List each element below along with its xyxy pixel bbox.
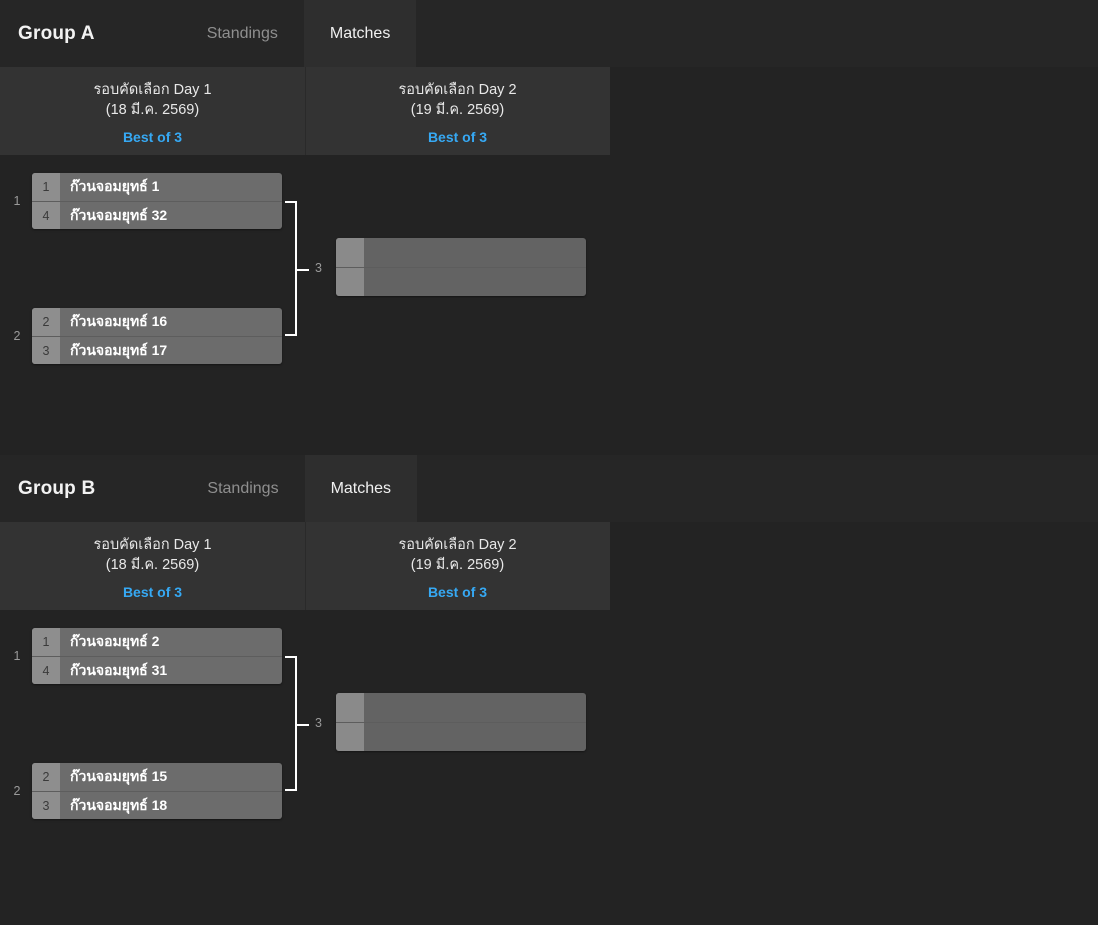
group-header: Group A Standings Matches (0, 0, 1098, 67)
match-team-row[interactable] (336, 267, 586, 296)
group-title: Group B (18, 477, 96, 499)
match-card[interactable]: 1 ก๊วนจอมยุทธ์ 2 4 ก๊วนจอมยุทธ์ 31 (32, 628, 282, 684)
team-seed: 2 (32, 763, 60, 791)
match-index-label: 1 (13, 194, 21, 208)
round-date: (19 มี.ค. 2569) (410, 557, 505, 573)
match-team-row[interactable]: 4 ก๊วนจอมยุทธ์ 32 (32, 201, 282, 229)
team-name: ก๊วนจอมยุทธ์ 18 (70, 796, 168, 813)
match-team-row[interactable] (336, 693, 586, 722)
match-team-row[interactable]: 3 ก๊วนจอมยุทธ์ 18 (32, 791, 282, 819)
match-card[interactable]: 2 ก๊วนจอมยุทธ์ 15 3 ก๊วนจอมยุทธ์ 18 (32, 763, 282, 819)
round-header-column: รอบคัดเลือก Day 1 (18 มี.ค. 2569) Best of … (0, 67, 305, 155)
team-seed: 2 (32, 308, 60, 336)
round-header-column: รอบคัดเลือก Day 2 (19 มี.ค. 2569) Best of … (305, 67, 610, 155)
group-tabs: Standings Matches (181, 0, 417, 67)
match-team-row[interactable]: 3 ก๊วนจอมยุทธ์ 17 (32, 336, 282, 364)
team-seed: 4 (32, 657, 60, 684)
match-card[interactable]: 2 ก๊วนจอมยุทธ์ 16 3 ก๊วนจอมยุทธ์ 17 (32, 308, 282, 364)
round-format: Best of 3 (122, 129, 183, 145)
tab-matches[interactable]: Matches (303, 0, 417, 67)
bracket-connector-stub (297, 268, 309, 271)
match-team-row[interactable]: 1 ก๊วนจอมยุทธ์ 2 (32, 628, 282, 656)
match-team-row[interactable] (336, 238, 586, 267)
team-name: ก๊วนจอมยุทธ์ 16 (70, 313, 168, 329)
team-name: ก๊วนจอมยุทธ์ 1 (70, 178, 160, 194)
team-seed (336, 238, 364, 267)
team-name: ก๊วนจอมยุทธ์ 2 (70, 633, 160, 649)
group-tabs: Standings Matches (181, 455, 418, 522)
round-name: รอบคัดเลือก Day 1 (93, 537, 212, 553)
group-header: Group B Standings Matches (0, 455, 1098, 522)
tab-standings[interactable]: Standings (207, 479, 279, 497)
match-index-label: 1 (13, 649, 21, 663)
match-card-placeholder[interactable] (336, 693, 586, 751)
tab-standings[interactable]: Standings (206, 24, 278, 42)
match-team-row[interactable]: 2 ก๊วนจอมยุทธ์ 16 (32, 308, 282, 336)
round-date: (19 มี.ค. 2569) (410, 102, 505, 118)
match-index-label: 3 (315, 260, 322, 275)
team-seed: 1 (32, 628, 60, 656)
team-seed: 3 (32, 792, 60, 819)
team-name: ก๊วนจอมยุทธ์ 17 (70, 341, 168, 358)
round-name: รอบคัดเลือก Day 2 (398, 537, 517, 553)
match-index-label: 2 (13, 784, 21, 798)
bracket-area: 1 ก๊วนจอมยุทธ์ 2 4 ก๊วนจอมยุทธ์ 31 1 2 ก๊วนจอม… (0, 610, 1098, 910)
team-seed (336, 268, 364, 296)
round-header-column: รอบคัดเลือก Day 1 (18 มี.ค. 2569) Best of … (0, 522, 305, 610)
round-format: Best of 3 (122, 584, 183, 600)
round-date: (18 มี.ค. 2569) (105, 557, 200, 573)
team-seed: 3 (32, 337, 60, 364)
bracket-connector-stub (297, 723, 309, 726)
team-name: ก๊วนจอมยุทธ์ 32 (70, 206, 168, 223)
round-header-band: รอบคัดเลือก Day 1 (18 มี.ค. 2569) Best of … (0, 67, 610, 155)
round-header-band: รอบคัดเลือก Day 1 (18 มี.ค. 2569) Best of … (0, 522, 610, 610)
match-index-label: 2 (13, 329, 21, 343)
match-team-row[interactable]: 2 ก๊วนจอมยุทธ์ 15 (32, 763, 282, 791)
round-format: Best of 3 (427, 584, 488, 600)
round-header-column: รอบคัดเลือก Day 2 (19 มี.ค. 2569) Best of … (305, 522, 610, 610)
team-seed (336, 693, 364, 722)
team-seed: 1 (32, 173, 60, 201)
round-date: (18 มี.ค. 2569) (105, 102, 200, 118)
team-name: ก๊วนจอมยุทธ์ 15 (70, 768, 168, 784)
team-seed (336, 723, 364, 751)
tab-matches[interactable]: Matches (304, 455, 418, 522)
group-title: Group A (18, 22, 95, 44)
team-seed: 4 (32, 202, 60, 229)
round-name: รอบคัดเลือก Day 2 (398, 82, 517, 98)
match-card-placeholder[interactable] (336, 238, 586, 296)
match-card[interactable]: 1 ก๊วนจอมยุทธ์ 1 4 ก๊วนจอมยุทธ์ 32 (32, 173, 282, 229)
match-team-row[interactable]: 1 ก๊วนจอมยุทธ์ 1 (32, 173, 282, 201)
round-format: Best of 3 (427, 129, 488, 145)
bracket-area: 1 ก๊วนจอมยุทธ์ 1 4 ก๊วนจอมยุทธ์ 32 1 2 ก๊วนจอม… (0, 155, 1098, 455)
match-index-label: 3 (315, 715, 322, 730)
match-team-row[interactable]: 4 ก๊วนจอมยุทธ์ 31 (32, 656, 282, 684)
match-team-row[interactable] (336, 722, 586, 751)
round-name: รอบคัดเลือก Day 1 (93, 82, 212, 98)
bracket-connector (285, 656, 297, 791)
bracket-connector (285, 201, 297, 336)
team-name: ก๊วนจอมยุทธ์ 31 (70, 661, 168, 678)
